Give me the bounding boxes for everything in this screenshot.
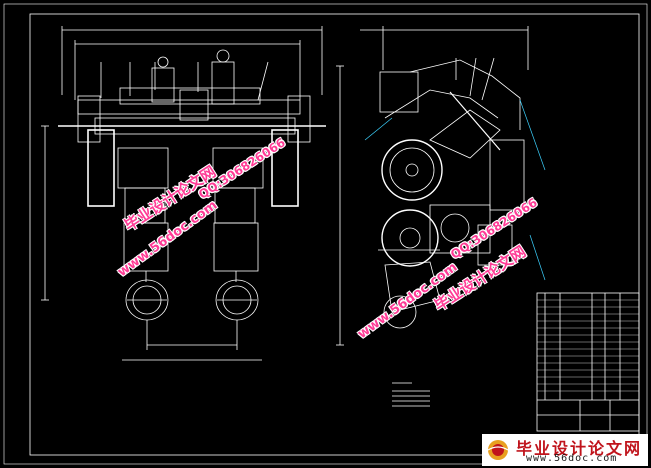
inner-border — [29, 13, 640, 456]
site-logo: 毕业设计论文网 www.56doc.com — [482, 434, 648, 466]
side-view — [336, 26, 529, 346]
logo-title: 毕业设计论文网 — [516, 439, 643, 458]
globe-logo-icon — [487, 440, 509, 460]
front-view — [41, 26, 326, 361]
parts-list-rows — [537, 299, 639, 392]
title-block — [536, 292, 640, 432]
notes-block — [392, 382, 430, 407]
logo-url: www.56doc.com — [526, 453, 618, 464]
outer-border — [3, 3, 648, 465]
